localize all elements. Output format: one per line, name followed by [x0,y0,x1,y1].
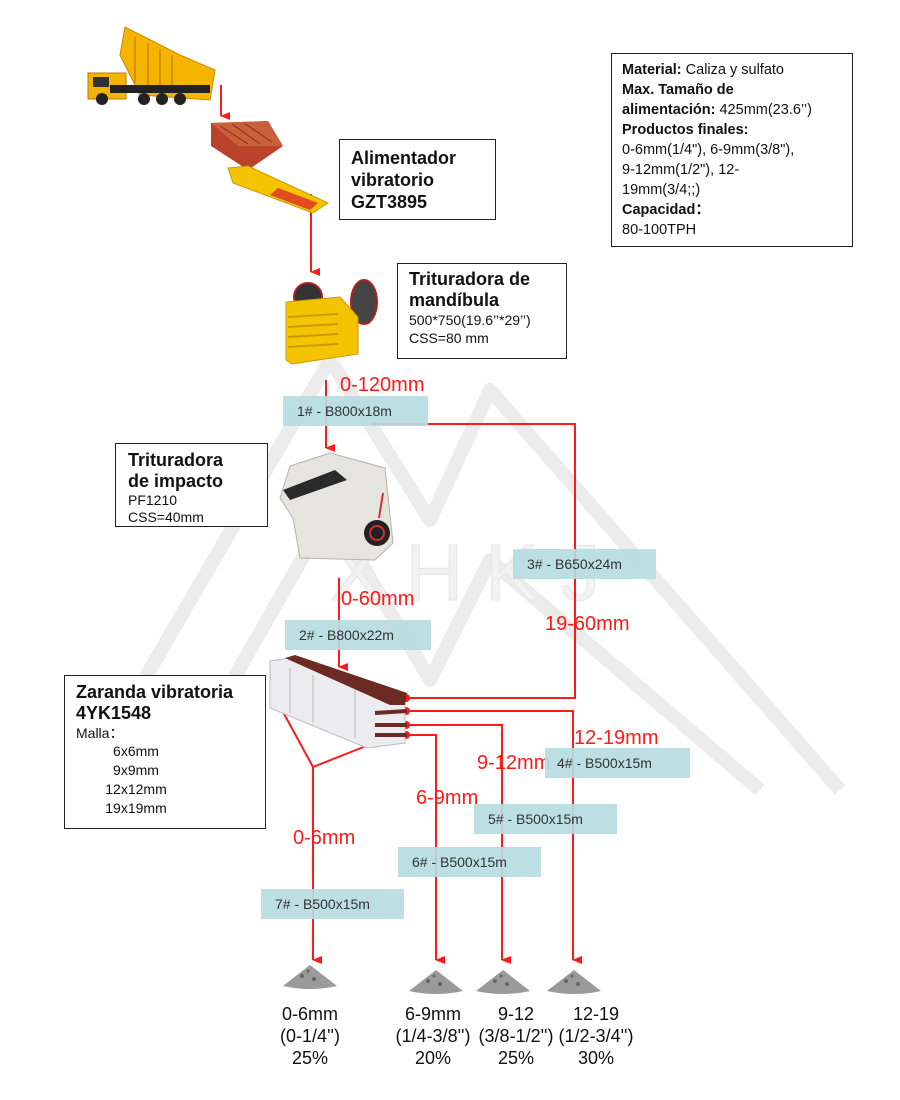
product-percent: 30% [577,1048,615,1068]
products-line: 9-12mm(1/2"), 12- [622,162,740,178]
impact-crusher-name-2: de impacto [128,471,224,491]
belt-6-label: 6# - B500x15m [398,847,541,877]
mesh-size: 9x9mm [113,762,159,778]
jaw-crusher-icon [285,279,378,365]
jaw-crusher-name-2: mandíbula [409,290,500,310]
product-percent: 25% [291,1048,329,1068]
product-percent: 25% [497,1048,535,1068]
vibrating-feeder-icon [211,121,330,213]
material-label: Material: [622,62,682,78]
belt-2-label: 2# - B800x22m [285,620,431,650]
product-inch: (1/4-3/8'') [395,1026,471,1046]
product-inch: (0-1/4'') [280,1026,340,1046]
mesh-size: 6x6mm [113,743,159,759]
size-label-12-19: 12-19mm [574,727,659,749]
product-0-6: 0-6mm (0-1/4'') 25% [270,1003,350,1069]
belt-7-label: 7# - B500x15m [261,889,404,919]
stockpile-0-6-icon [283,965,337,989]
feeder-model: GZT3895 [351,192,428,212]
product-6-9: 6-9mm (1/4-3/8'') 20% [388,1003,478,1069]
product-9-12: 9-12 (3/8-1/2'') 25% [476,1003,556,1069]
product-size: 6-9mm [404,1004,461,1024]
product-size: 9-12 [497,1004,535,1024]
flow-12-19 [406,710,582,964]
size-label-6-9: 6-9mm [416,787,479,809]
capacity-label: Capacidad： [622,202,710,218]
product-percent: 20% [414,1048,452,1068]
screen-model: 4YK1548 [76,703,152,723]
flow-9-12 [406,724,511,964]
screen-label-box: Zaranda vibratoria 4YK1548 Malla： 6x6mm … [64,675,266,829]
feeder-name-2: vibratorio [351,170,435,190]
stockpile-12-19-icon [547,970,601,994]
size-label-jaw-out: 0-120mm [340,374,425,396]
max-size-label-2: alimentación: [622,102,716,118]
vibrating-screen-icon [269,655,408,749]
belt-1-label: 1# - B800x18m [283,396,428,426]
product-size: 0-6mm [281,1004,338,1024]
spec-box: Material: Caliza y sulfato Max. Tamaño d… [611,53,853,247]
mesh-size: 19x19mm [105,800,167,816]
stockpile-9-12-icon [476,970,530,994]
products-line: 0-6mm(1/4"), 6-9mm(3/8"), [622,142,795,158]
products-label: Productos finales: [622,122,749,138]
material-value: Caliza y sulfato [681,62,784,78]
dump-truck-icon [87,26,216,105]
jaw-crusher-label-box: Trituradora de mandíbula 500*750(19.6’’*… [397,263,567,359]
stockpile-6-9-icon [409,970,463,994]
belt-3-label: 3# - B650x24m [513,549,656,579]
max-size-value: 425mm(23.6’’) [715,102,812,118]
jaw-crusher-css: CSS=80 mm [409,330,489,346]
size-label-0-6: 0-6mm [293,827,356,849]
max-size-label: Max. Tamaño de [622,82,734,98]
size-label-9-12: 9-12mm [477,752,551,774]
mesh-label: Malla： [76,725,124,741]
impact-crusher-icon [279,452,394,561]
product-inch: (3/8-1/2'') [478,1026,554,1046]
impact-crusher-css: CSS=40mm [128,509,204,525]
products-line: 19mm(3/4;;) [622,182,701,198]
product-12-19: 12-19 (1/2-3/4'') 30% [554,1003,638,1069]
product-inch: (1/2-3/4'') [558,1026,634,1046]
belt-5-label: 5# - B500x15m [474,804,617,834]
screen-name: Zaranda vibratoria [76,682,234,702]
jaw-crusher-name: Trituradora de [409,269,531,289]
feeder-label-box: Alimentador vibratorio GZT3895 [339,139,496,220]
size-label-impact-out: 0-60mm [341,588,415,610]
size-label-recirc: 19-60mm [545,613,630,635]
impact-crusher-model: PF1210 [128,492,178,508]
jaw-crusher-spec: 500*750(19.6’’*29’’) [409,312,531,328]
belt-4-label: 4# - B500x15m [545,748,690,778]
flow-6-9 [406,734,445,964]
mesh-size: 12x12mm [105,781,167,797]
impact-crusher-name: Trituradora [128,450,224,470]
feeder-name: Alimentador [351,148,457,168]
capacity-value: 80-100TPH [622,222,697,238]
product-size: 12-19 [572,1004,620,1024]
impact-crusher-label-box: Trituradora de impacto PF1210 CSS=40mm [115,443,268,527]
